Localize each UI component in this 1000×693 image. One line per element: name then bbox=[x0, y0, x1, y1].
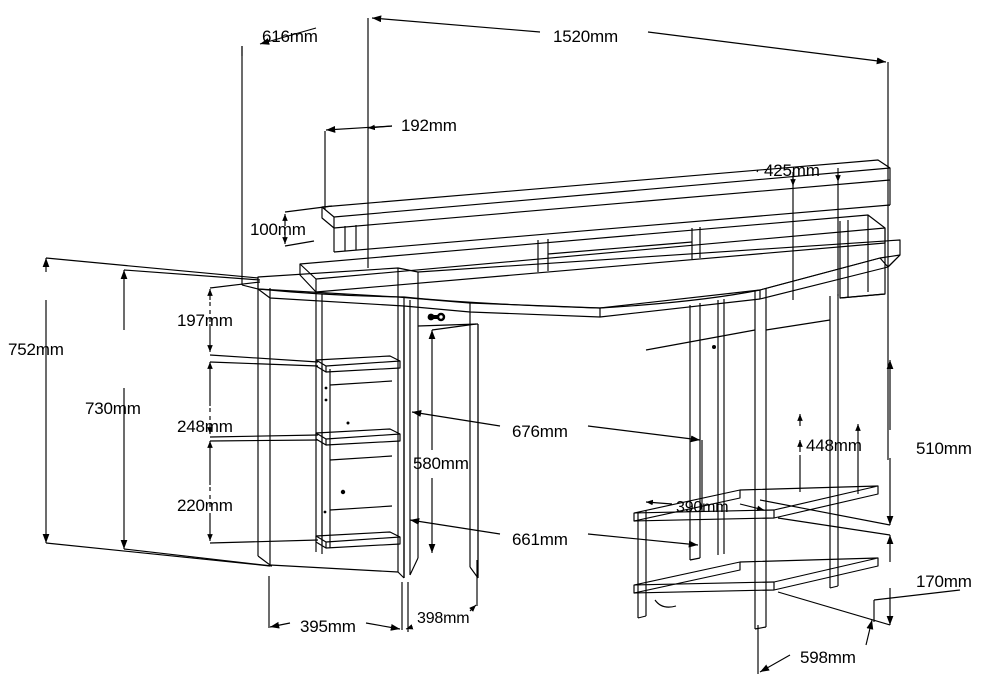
dim-398-left-arrow bbox=[405, 624, 414, 630]
dimension-label-390: 390mm bbox=[676, 499, 729, 516]
dimension-label-170: 170mm bbox=[916, 572, 972, 591]
dimension-label-676: 676mm bbox=[512, 422, 568, 441]
dimension-label-192: 192mm bbox=[401, 116, 457, 135]
dim-598-ext-lead bbox=[873, 589, 961, 601]
cabinet-back-line-1 bbox=[329, 380, 393, 386]
dim-616-leader bbox=[259, 27, 317, 45]
dimension-label-220: 220mm bbox=[177, 496, 233, 515]
dim-616-end bbox=[241, 284, 259, 290]
dim-248-ext-top bbox=[209, 361, 319, 367]
dimension-label-425: 425mm bbox=[764, 161, 820, 180]
dim-598-left-arrow bbox=[759, 654, 791, 673]
cabinet-shelf-middle bbox=[315, 428, 401, 446]
dim-390-right-arrow bbox=[739, 503, 765, 512]
furniture-geometry bbox=[257, 159, 901, 630]
dim-661-right-arrow bbox=[587, 533, 699, 548]
dim-661-left-arrow bbox=[409, 518, 501, 535]
dimension-label-510: 510mm bbox=[916, 439, 972, 458]
dim-170-ext-bottom bbox=[777, 591, 891, 626]
dimension-label-598: 598mm bbox=[800, 648, 856, 667]
dim-676-left-arrow bbox=[411, 410, 501, 427]
dim-752-ext-top bbox=[45, 257, 259, 279]
dim-425-lead-a bbox=[756, 169, 759, 173]
dimension-label-448: 448mm bbox=[806, 436, 862, 455]
hutch-right-end-panel bbox=[839, 215, 886, 299]
dim-598-right-arrow bbox=[865, 619, 874, 646]
dimension-label-398: 398mm bbox=[417, 610, 470, 627]
hutch-riser-panel bbox=[333, 180, 891, 253]
cabinet-fitting-dots bbox=[323, 386, 350, 514]
dim-398-right-arrow bbox=[469, 604, 477, 612]
dim-395-right-arrow bbox=[365, 622, 401, 631]
cabinet-shelf-top bbox=[315, 355, 401, 373]
dim-100-ext-top bbox=[284, 205, 333, 213]
side-unit-upper-shelf bbox=[633, 485, 879, 522]
side-unit-right-panel bbox=[829, 294, 839, 589]
dimension-label-752: 752mm bbox=[8, 340, 64, 359]
side-unit-center-panel bbox=[754, 288, 767, 630]
dim-676-right-arrow bbox=[587, 425, 701, 443]
dimension-label-248: 248mm bbox=[177, 417, 233, 436]
desk-right-leg bbox=[689, 303, 701, 561]
hutch-compartment-dividers bbox=[537, 227, 701, 272]
side-unit-back-line-2 bbox=[765, 319, 831, 331]
dim-248-ext-bottom bbox=[209, 434, 319, 438]
dimension-label-395: 395mm bbox=[300, 617, 356, 636]
dimension-lines bbox=[42, 15, 961, 674]
side-unit-fitting-dots bbox=[712, 342, 716, 349]
dim-510-ext-bottom bbox=[759, 499, 891, 526]
desk-apron-line bbox=[417, 323, 479, 327]
cabinet-right-side-panel bbox=[403, 272, 419, 578]
dim-1520-left-arrow bbox=[371, 15, 541, 33]
dim-197-ext-top bbox=[209, 281, 261, 289]
dim-192-right-arrow bbox=[367, 124, 393, 131]
dim-100-ext-bottom bbox=[284, 240, 315, 247]
cabinet-inner-divider bbox=[321, 366, 331, 548]
desk-right-leg-inner bbox=[717, 299, 725, 555]
side-unit-foot bbox=[654, 599, 677, 608]
dimension-label-197: 197mm bbox=[177, 311, 233, 330]
dimension-label-616: 616mm bbox=[262, 27, 318, 46]
dim-220-ext-top bbox=[209, 439, 319, 442]
dimension-label-100: 100mm bbox=[250, 220, 306, 239]
desk-center-panel bbox=[469, 312, 479, 579]
dim-580-ext-top bbox=[431, 323, 477, 331]
side-unit-lower-shelf bbox=[633, 557, 879, 594]
dim-730-ext-top bbox=[123, 269, 261, 281]
dimension-label-661: 661mm bbox=[512, 530, 568, 549]
cabinet-back-line-3 bbox=[329, 505, 393, 511]
side-unit-left-panel bbox=[637, 510, 647, 619]
dimension-label-580: 580mm bbox=[413, 454, 469, 473]
dim-1520-right-arrow bbox=[647, 31, 887, 65]
cabinet-shelf-bottom bbox=[315, 531, 401, 549]
dimension-label-730: 730mm bbox=[85, 399, 141, 418]
desk-cam-knob bbox=[427, 312, 446, 322]
dim-390-left-arrow bbox=[645, 499, 673, 506]
dim-170-ext-top bbox=[777, 517, 891, 536]
dim-752-ext-bottom bbox=[45, 542, 271, 567]
dimension-label-1520: 1520mm bbox=[553, 27, 618, 46]
hutch-divider-base bbox=[547, 241, 693, 255]
dim-197-ext-bottom bbox=[209, 354, 319, 363]
dim-220-ext-bottom bbox=[209, 539, 319, 544]
side-unit-back-line-1 bbox=[645, 329, 756, 351]
cabinet-back-line-2 bbox=[329, 455, 393, 461]
desktop-front-edge bbox=[257, 257, 881, 309]
dim-730-ext-bottom bbox=[123, 548, 273, 567]
dim-395-left-arrow bbox=[269, 621, 291, 629]
